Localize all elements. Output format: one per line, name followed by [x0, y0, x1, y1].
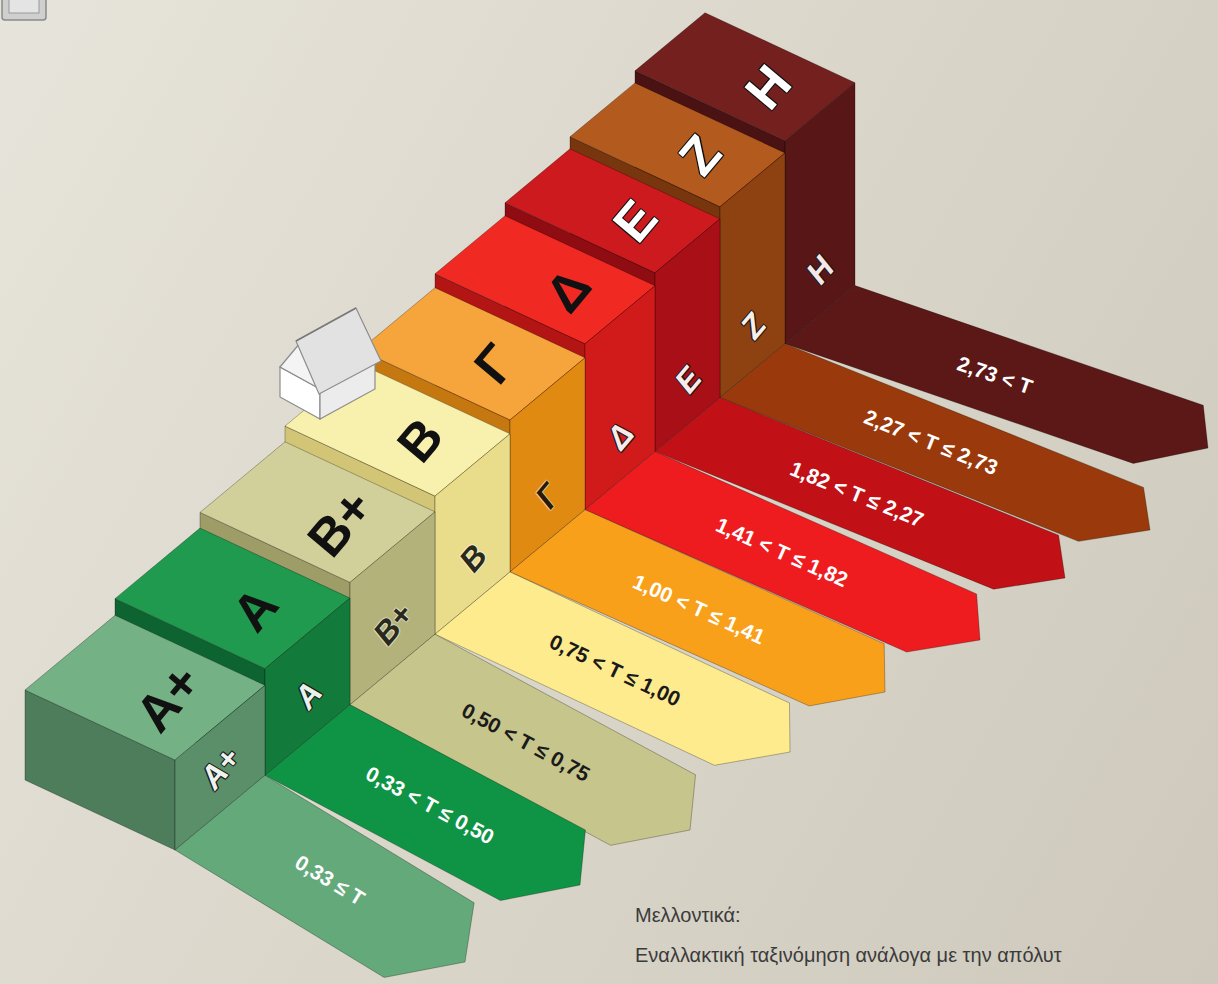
notes-block: Μελλοντικά: Εναλλακτική ταξινόμηση ανάλογ… [635, 903, 1062, 983]
class-arrow-shape [175, 775, 474, 977]
icon-frame [2, 0, 46, 20]
house-icon [275, 305, 387, 425]
house-ridge [296, 308, 356, 341]
corner-icon [0, 0, 60, 30]
icon-inner [9, 0, 39, 13]
note-text: Μελλοντικά: [635, 903, 1062, 927]
note-text: Εναλλακτική ταξινόμηση ανάλογα με την απ… [635, 943, 1062, 967]
house-roof [296, 308, 381, 394]
